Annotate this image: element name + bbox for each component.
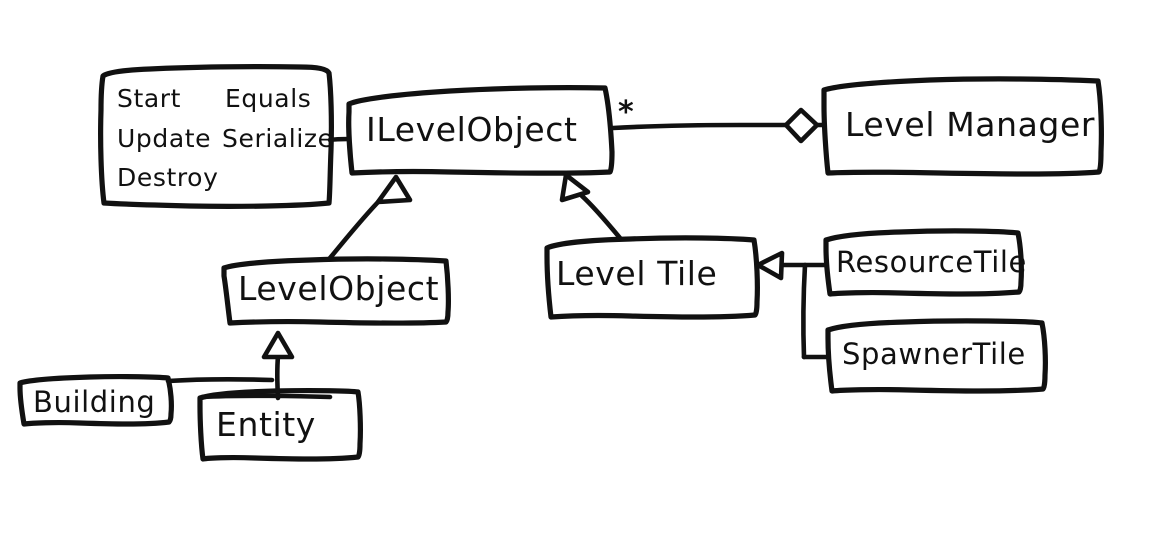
- class-label-building: Building: [33, 385, 156, 419]
- link-realization-leveltile: [579, 193, 623, 241]
- class-box-resourcetile[interactable]: [823, 228, 1024, 297]
- class-box-building[interactable]: [17, 373, 174, 427]
- link-note-to-ilevelobject: [327, 136, 352, 143]
- method-label-update: Update: [117, 124, 212, 153]
- realization-triangle-leveltile-icon: [559, 172, 591, 203]
- link-tiles-vertical-riser: [801, 262, 808, 360]
- method-label-start: Start: [117, 84, 182, 113]
- link-generalization-building: [165, 377, 275, 384]
- class-label-ilevelobject: ILevelObject: [366, 110, 578, 149]
- multiplicity-label-star: *: [618, 95, 635, 130]
- class-box-leveltile[interactable]: [544, 235, 760, 320]
- link-entity-top-edge: [199, 393, 333, 400]
- method-label-equals: Equals: [225, 84, 312, 113]
- link-entity-vertical-riser: [274, 353, 281, 401]
- class-label-leveltile: Level Tile: [556, 254, 718, 293]
- generalization-triangle-levelobject-icon: [261, 330, 295, 360]
- class-box-levelmanager[interactable]: [821, 76, 1104, 177]
- aggregation-diamond-icon: [783, 107, 820, 144]
- class-box-ilevelobject[interactable]: [346, 85, 615, 176]
- class-box-levelobject[interactable]: [221, 256, 451, 326]
- class-label-entity: Entity: [216, 405, 316, 444]
- class-label-levelmanager: Level Manager: [845, 105, 1096, 144]
- class-label-resourcetile: ResourceTile: [836, 245, 1027, 279]
- realization-triangle-levelobject-icon: [375, 174, 413, 205]
- class-box-entity[interactable]: [197, 387, 363, 462]
- link-aggregation-levelmanager: [610, 122, 789, 131]
- class-label-spawnertile: SpawnerTile: [842, 337, 1026, 371]
- generalization-triangle-leveltile-icon: [755, 250, 785, 281]
- link-realization-levelobject: [327, 195, 385, 261]
- class-box-spawnertile[interactable]: [825, 318, 1048, 394]
- class-label-levelobject: LevelObject: [238, 269, 440, 308]
- method-label-serialize: Serialize: [222, 124, 334, 153]
- methods-note-box[interactable]: [98, 64, 334, 209]
- method-label-destroy: Destroy: [117, 163, 219, 192]
